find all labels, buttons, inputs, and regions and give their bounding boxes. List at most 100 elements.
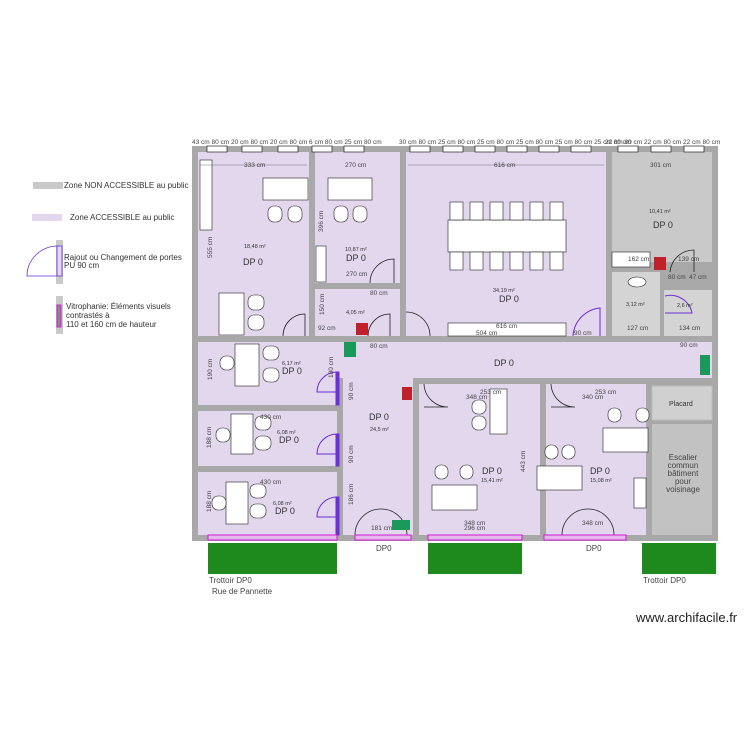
- desk: [262, 177, 309, 201]
- plan-shape: [277, 145, 299, 153]
- plan-shape: [549, 251, 564, 271]
- plan-shape[interactable]: [669, 249, 695, 273]
- plan-shape[interactable]: [367, 313, 391, 337]
- desk: [218, 292, 245, 336]
- plan-shape: [442, 145, 464, 153]
- desk: [230, 413, 254, 455]
- plan-shape: [56, 245, 63, 277]
- windows-top: [206, 145, 705, 153]
- plan-shape[interactable]: [587, 508, 615, 536]
- door-meeting[interactable]: [572, 307, 601, 337]
- doors[interactable]: [282, 249, 695, 536]
- plan-shape[interactable]: [405, 311, 431, 337]
- label: 90 cm: [574, 330, 592, 337]
- emergency-exit-sign-icon: [344, 342, 356, 357]
- plan-shape: [247, 294, 265, 311]
- legend-swatch-non-accessible: [33, 182, 63, 189]
- plan-shape: [247, 314, 265, 331]
- plan-shape[interactable]: [335, 371, 340, 406]
- label: 127 cm: [627, 325, 648, 332]
- plan-shape: [434, 464, 449, 480]
- plan-shape: [650, 145, 672, 153]
- legend-accessible: Zone ACCESSIBLE au public: [70, 213, 175, 222]
- room-label: DP 0: [275, 506, 295, 516]
- label: 162 cm: [628, 256, 649, 263]
- room-label: DP 0: [369, 412, 389, 422]
- label: 301 cm: [650, 162, 671, 169]
- top-window-dims-right: 22 cm 80 cm 22 cm 80 cm 22 cm 80 cm: [605, 139, 720, 146]
- room-area: 6,17 m²: [282, 361, 301, 367]
- label: 348 cm: [464, 520, 485, 527]
- grass-strips: [208, 543, 716, 574]
- sidewalk-right-label: Trottoir DP0: [643, 576, 686, 585]
- room-area: 15,41 m²: [481, 478, 503, 484]
- chair: [267, 205, 283, 223]
- plan-shape: [489, 251, 504, 271]
- door-office-3[interactable]: [316, 496, 338, 518]
- label: bâtiment: [668, 469, 699, 478]
- desk: [602, 427, 649, 453]
- room-area: 15,08 m²: [590, 478, 612, 484]
- desk: [489, 388, 508, 435]
- plan-shape: [409, 145, 431, 153]
- label: 555 cm: [207, 237, 214, 258]
- plan-shape: [215, 427, 231, 443]
- label: 340 cm: [582, 394, 603, 401]
- plan-shape[interactable]: [335, 496, 340, 536]
- room-label: DP 0: [653, 220, 673, 230]
- stair-label: Escalier commun bâtiment pour voisinage: [666, 453, 700, 494]
- plan-shape: [474, 145, 496, 153]
- wardrobe: [199, 159, 213, 231]
- label: 348 cm: [466, 394, 487, 401]
- plan-shape: [509, 251, 524, 271]
- door-office-1[interactable]: [316, 371, 338, 393]
- plan-shape: [428, 543, 522, 574]
- door-wc[interactable]: [664, 294, 693, 314]
- plan-shape: [352, 205, 368, 223]
- room-area: 34,19 m²: [493, 288, 515, 294]
- plan-shape: [219, 355, 235, 371]
- label: 134 cm: [679, 325, 700, 332]
- label: 92 cm: [318, 325, 336, 332]
- room-label: DP 0: [499, 294, 519, 304]
- label: commun: [668, 461, 699, 470]
- door-office-2[interactable]: [316, 433, 338, 455]
- label: Escalier: [669, 453, 698, 462]
- room-area: 10,41 m²: [649, 209, 671, 215]
- legend-vitro-2: contrastés à: [66, 311, 110, 320]
- label: 139 cm: [678, 256, 699, 263]
- plan-shape[interactable]: [335, 433, 340, 467]
- plan-shape[interactable]: [561, 508, 589, 536]
- label: 253 cm: [595, 389, 616, 396]
- fire-extinguisher-icon: [402, 387, 412, 400]
- fire-extinguisher-icon: [654, 257, 666, 270]
- label: 188 cm: [206, 491, 213, 512]
- plan-shape: [642, 543, 716, 574]
- plan-shape: [333, 205, 349, 223]
- plan-shape[interactable]: [550, 383, 576, 408]
- label: 348 cm: [582, 520, 603, 527]
- plan-shape: [538, 145, 560, 153]
- plan-shape[interactable]: [354, 508, 382, 536]
- plan-shape: [489, 201, 504, 221]
- legend: Zone NON ACCESSIBLE au public Zone ACCES…: [26, 181, 189, 334]
- plan-shape[interactable]: [423, 383, 449, 408]
- door-symbol-icon: [26, 240, 63, 284]
- label: 270 cm: [345, 162, 366, 169]
- cabinet: [633, 477, 647, 509]
- kitchen-counter: [611, 251, 651, 268]
- plan-shape: [471, 399, 487, 415]
- entrance-left-label: DP0: [376, 544, 392, 553]
- sidewalk-left-label: Trottoir DP0: [209, 576, 252, 585]
- plan-shape[interactable]: [282, 313, 306, 337]
- label: 180 cm: [328, 357, 335, 378]
- plan-shape[interactable]: [369, 258, 395, 284]
- room-label: DP 0: [494, 358, 514, 368]
- plan-shape[interactable]: [380, 508, 408, 536]
- room-area: 18,48 m²: [244, 244, 266, 250]
- room-area: 4,05 m²: [346, 310, 365, 316]
- room-area: 2,6 m²: [677, 303, 693, 309]
- plan-shape: [254, 415, 272, 431]
- plan-shape: [459, 464, 474, 480]
- plan-shape: [208, 543, 337, 574]
